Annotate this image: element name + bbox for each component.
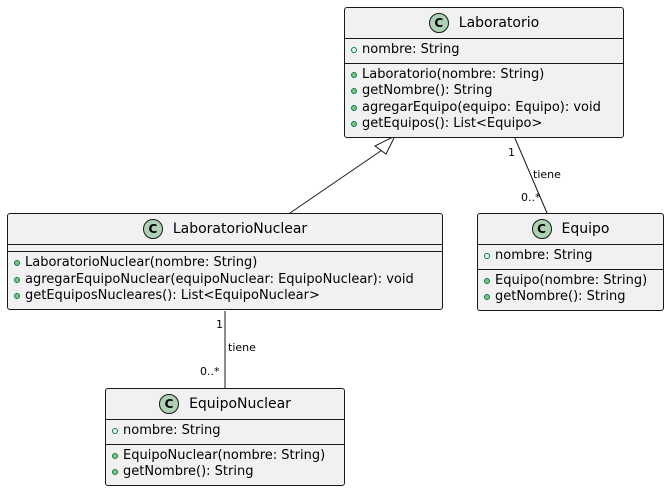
field-row: nombre: String [351, 42, 623, 59]
public-method-icon [351, 88, 357, 95]
target-multiplicity: 0..* [200, 365, 220, 378]
class-c-icon: C [531, 219, 552, 239]
method-row: Equipo(nombre: String) [484, 273, 663, 290]
public-method-icon [14, 293, 20, 300]
method-row: getNombre(): String [112, 464, 344, 481]
methods-section: Laboratorio(nombre: String) getNombre():… [345, 62, 623, 137]
target-multiplicity: 0..* [521, 191, 541, 204]
class-header: C Equipo [478, 214, 663, 244]
public-method-icon [112, 452, 118, 459]
public-method-icon [112, 469, 118, 476]
fields-section [8, 244, 442, 251]
public-visibility-icon [351, 47, 357, 54]
fields-section: nombre: String [478, 244, 663, 269]
method-row: getEquiposNucleares(): List<EquipoNuclea… [14, 288, 442, 305]
public-method-icon [14, 260, 20, 267]
field-row: nombre: String [112, 423, 344, 440]
class-laboratorio-nuclear[interactable]: C LaboratorioNuclear LaboratorioNuclear(… [7, 213, 443, 310]
class-equipo-nuclear[interactable]: C EquipoNuclear nombre: String EquipoNuc… [105, 388, 345, 486]
association-label: tiene [228, 341, 256, 354]
class-laboratorio[interactable]: C Laboratorio nombre: String Laboratorio… [344, 7, 624, 138]
class-equipo[interactable]: C Equipo nombre: String Equipo(nombre: S… [477, 213, 664, 311]
fields-section: nombre: String [345, 38, 623, 63]
class-name: Laboratorio [458, 15, 540, 31]
public-method-icon [351, 104, 357, 111]
method-row: getNombre(): String [351, 83, 623, 100]
field-row: nombre: String [484, 248, 663, 265]
class-c-icon: C [142, 219, 163, 239]
fields-section: nombre: String [106, 419, 344, 444]
methods-section: Equipo(nombre: String) getNombre(): Stri… [478, 268, 663, 310]
public-visibility-icon [112, 428, 118, 435]
class-name: Equipo [561, 221, 610, 237]
public-method-icon [14, 276, 20, 283]
public-method-icon [351, 71, 357, 78]
class-name: LaboratorioNuclear [172, 221, 308, 237]
class-header: C LaboratorioNuclear [8, 214, 442, 244]
association-label: tiene [533, 168, 561, 181]
class-name: EquipoNuclear [189, 396, 291, 412]
association-line-lab-equipo [513, 135, 548, 214]
class-c-icon: C [428, 13, 449, 33]
methods-section: LaboratorioNuclear(nombre: String) agreg… [8, 251, 442, 309]
method-row: getEquipos(): List<Equipo> [351, 116, 623, 133]
source-multiplicity: 1 [216, 318, 223, 331]
public-method-icon [484, 294, 490, 301]
source-multiplicity: 1 [508, 146, 515, 159]
inheritance-arrowhead [374, 134, 397, 155]
method-row: agregarEquipoNuclear(equipoNuclear: Equi… [14, 272, 442, 289]
class-header: C Laboratorio [345, 8, 623, 38]
method-row: getNombre(): String [484, 289, 663, 306]
method-row: agregarEquipo(equipo: Equipo): void [351, 100, 623, 117]
methods-section: EquipoNuclear(nombre: String) getNombre(… [106, 443, 344, 485]
public-visibility-icon [484, 253, 490, 260]
public-method-icon [484, 277, 490, 284]
inheritance-line [289, 147, 386, 214]
class-header: C EquipoNuclear [106, 389, 344, 419]
method-row: LaboratorioNuclear(nombre: String) [14, 255, 442, 272]
method-row: Laboratorio(nombre: String) [351, 67, 623, 84]
public-method-icon [351, 121, 357, 128]
class-c-icon: C [159, 394, 180, 414]
method-row: EquipoNuclear(nombre: String) [112, 448, 344, 465]
